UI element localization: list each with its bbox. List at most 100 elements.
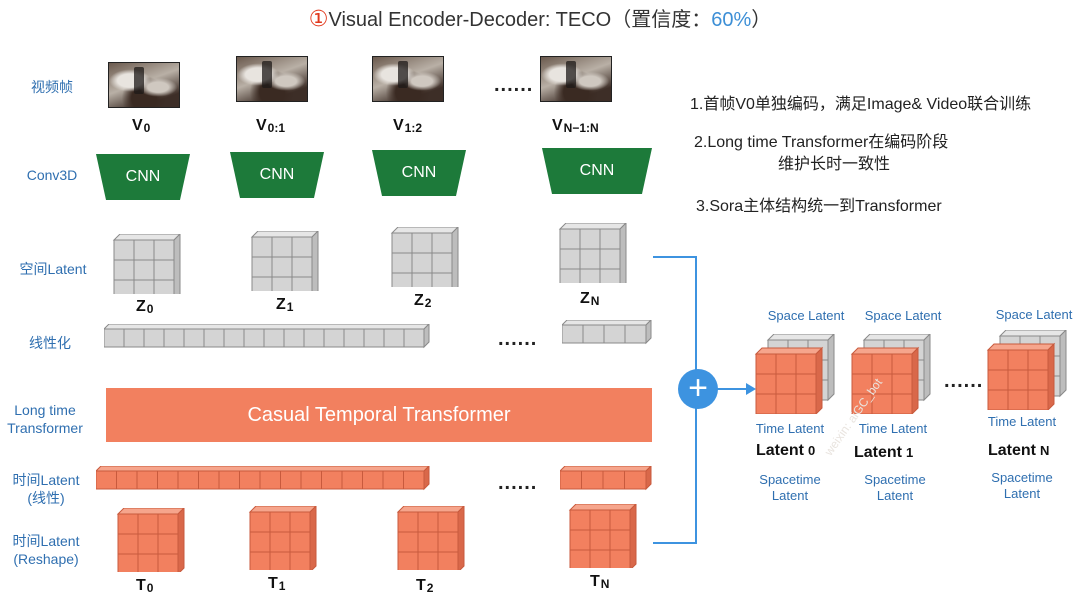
z-label-sub: 1 xyxy=(286,300,294,314)
cube-cell xyxy=(851,353,873,375)
strip-cell xyxy=(403,328,425,348)
row-label-tl-linear-line1: 时间Latent xyxy=(12,472,80,488)
latent-title-sub: 0 xyxy=(808,443,816,458)
spacetime-latent-cube xyxy=(986,330,1067,410)
row-label-lt-line2: Transformer xyxy=(7,420,83,436)
t-label-sub: 2 xyxy=(426,581,434,595)
t-label-main: T xyxy=(268,575,278,592)
cube-cell xyxy=(871,353,893,375)
cube-side-face xyxy=(911,346,919,414)
linear-ellipsis: ...... xyxy=(498,328,538,350)
title-number: ① xyxy=(308,6,329,31)
frame-label-main: V xyxy=(552,117,563,134)
time-latent-linear-strip-n xyxy=(560,466,652,491)
row-label-tl-linear-line2: (线性) xyxy=(27,490,65,506)
latent-title-sub: 1 xyxy=(906,445,914,460)
cube-side-face xyxy=(457,506,465,570)
cube-top-face xyxy=(112,234,181,241)
cube-cell xyxy=(775,353,797,375)
frame-label: VN−1:N xyxy=(552,117,599,135)
cube-cell xyxy=(987,349,1009,371)
cube-top-face xyxy=(250,231,319,238)
cube-cell xyxy=(1007,389,1029,410)
cube-cell xyxy=(117,553,139,572)
spacetime-latent-label: Spacetime Latent xyxy=(980,470,1064,502)
cube-cell xyxy=(589,509,611,531)
cube-side-face xyxy=(309,506,317,570)
time-latent-cube xyxy=(116,508,185,572)
cube-side-face xyxy=(1059,330,1067,398)
frame-label-sub: N−1:N xyxy=(563,121,599,135)
cube-side-face xyxy=(827,334,835,402)
strip-cell xyxy=(582,324,605,344)
cube-cell xyxy=(133,279,155,294)
cube-cell xyxy=(153,239,175,261)
cube-cell xyxy=(559,228,581,250)
space-latent-cube xyxy=(250,231,319,291)
cube-cell xyxy=(133,239,155,261)
cube-cell xyxy=(113,259,135,281)
space-latent-label: Space Latent xyxy=(995,307,1073,322)
cube-cell xyxy=(1007,349,1029,371)
linearized-latent-strip xyxy=(104,324,430,349)
cube-cell xyxy=(391,232,413,254)
cube-cell xyxy=(133,259,155,281)
space-latent-cube xyxy=(558,223,627,283)
latent-title: Latent 1 xyxy=(854,444,913,462)
linearized-latent-strip-n xyxy=(562,320,652,345)
row-label-time-latent-linear: 时间Latent (线性) xyxy=(0,471,92,507)
strip-top-face xyxy=(560,466,652,472)
cube-cell xyxy=(391,252,413,274)
cube-cell xyxy=(437,511,459,533)
time-latent-cube xyxy=(396,506,465,570)
strip-cell xyxy=(116,470,138,490)
cube-top-face xyxy=(558,223,627,230)
cube-cell xyxy=(113,279,135,294)
cube-side-face xyxy=(619,223,627,283)
cube-cell xyxy=(137,533,159,555)
cube-top-face xyxy=(390,227,459,234)
strip-cell xyxy=(624,324,647,344)
note-3: 3.Sora主体结构统一到Transformer xyxy=(696,198,942,215)
cube-cell xyxy=(589,529,611,551)
cube-cell xyxy=(113,239,135,261)
space-latent-cube xyxy=(390,227,459,287)
cube-cell xyxy=(1027,369,1049,391)
spacetime-label-line1: Spacetime xyxy=(864,472,926,487)
row-label-long-time-transformer: Long time Transformer xyxy=(0,401,90,437)
cube-side-face xyxy=(1047,342,1055,410)
row-label-linear: 线性化 xyxy=(29,335,71,351)
strip-cell xyxy=(157,470,179,490)
video-frame-thumbnail xyxy=(236,56,308,102)
latent-title-main: Latent xyxy=(854,444,902,461)
latent-title-sub: N xyxy=(1040,443,1050,458)
cube-cell xyxy=(291,276,313,291)
space-latent-label: Space Latent xyxy=(864,308,942,323)
z-label-sub: 0 xyxy=(146,302,154,316)
cube-cell xyxy=(755,353,777,375)
cube-cell xyxy=(609,549,631,568)
cube-cell xyxy=(599,248,621,270)
time-latent-label: Time Latent xyxy=(858,421,928,436)
cube-top-face xyxy=(986,343,1056,351)
z-label: Z1 xyxy=(276,296,293,314)
strip-cell xyxy=(123,328,145,348)
frame-label: V0:1 xyxy=(256,117,285,135)
cube-cell xyxy=(431,232,453,254)
strip-cell xyxy=(280,470,302,490)
strip-cell xyxy=(218,470,240,490)
cube-cell xyxy=(117,533,139,555)
cube-cell xyxy=(411,232,433,254)
strip-cell xyxy=(263,328,285,348)
cube-cell xyxy=(271,236,293,258)
z-label: Z0 xyxy=(136,298,153,316)
time-latent-cube xyxy=(568,504,637,568)
cube-cell xyxy=(137,513,159,535)
cube-cell xyxy=(1027,389,1049,410)
t-label: T1 xyxy=(268,575,285,593)
cube-cell xyxy=(891,353,913,375)
row-label-space-latent: 空间Latent xyxy=(19,261,87,277)
strip-cell xyxy=(303,328,325,348)
strip-cell xyxy=(177,470,199,490)
cube-cell xyxy=(397,531,419,553)
